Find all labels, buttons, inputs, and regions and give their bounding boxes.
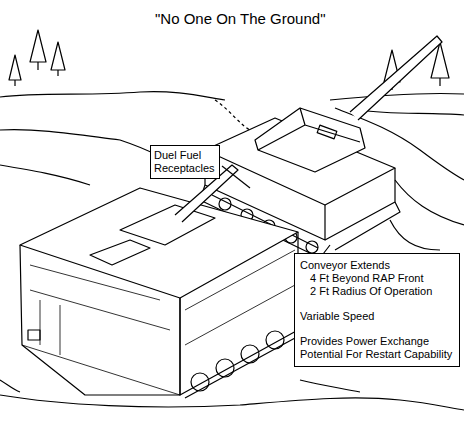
drawing-stroke xyxy=(191,373,209,391)
callout-box: Duel Fuel Receptacles xyxy=(150,145,220,179)
drawing-stroke xyxy=(185,338,295,398)
leader-line xyxy=(222,166,250,188)
resupply-vehicle xyxy=(20,165,298,398)
drawing-stroke xyxy=(219,198,231,210)
terrain xyxy=(0,92,464,410)
drawing-stroke xyxy=(0,92,225,100)
drawing-stroke xyxy=(395,180,464,225)
drawing-stroke xyxy=(22,345,180,395)
drawing-stroke xyxy=(0,165,90,185)
drawing-stroke xyxy=(258,125,305,150)
drawing-stroke xyxy=(300,380,360,392)
drawing-stroke xyxy=(120,205,215,245)
drawing-stroke xyxy=(0,380,20,392)
drawing-stroke xyxy=(30,265,170,330)
callout-text: Duel Fuel Receptacles xyxy=(154,149,216,175)
drawing-stroke xyxy=(241,345,259,363)
callout-text: Provides Power Exchange Potential For Re… xyxy=(300,335,454,361)
callout-box: Conveyor Extends4 Ft Beyond RAP Front2 F… xyxy=(294,253,460,367)
drawing-stroke xyxy=(9,55,21,86)
callout-text: 2 Ft Radius Of Operation xyxy=(300,285,454,298)
drawing-stroke xyxy=(390,220,440,250)
trees xyxy=(9,30,449,90)
drawing-stroke xyxy=(0,395,464,410)
drawing-stroke xyxy=(360,110,464,115)
callout-text: Variable Speed xyxy=(300,310,454,323)
drawing-stroke xyxy=(335,202,400,250)
title: "No One On The Ground" xyxy=(155,10,325,27)
drawing-stroke xyxy=(185,250,295,345)
callout-text: 4 Ft Beyond RAP Front xyxy=(300,272,454,285)
drawing-stroke xyxy=(30,30,46,70)
drawing-stroke xyxy=(266,331,284,349)
drawing-stroke xyxy=(325,168,395,240)
drawing-stroke xyxy=(180,232,298,395)
drawing-stroke xyxy=(330,93,464,100)
callout-text: Conveyor Extends xyxy=(300,259,454,272)
drawing-stroke xyxy=(215,100,250,130)
drawing-stroke xyxy=(306,241,318,253)
drawing-stroke xyxy=(300,108,360,142)
drawing-stroke xyxy=(51,42,65,76)
drawing-stroke xyxy=(216,359,234,377)
drawing-stroke xyxy=(255,108,365,172)
drawing-stroke xyxy=(20,188,298,298)
drawing-stroke xyxy=(28,330,40,340)
drawing-stroke xyxy=(317,125,337,139)
drawing-stroke xyxy=(20,245,180,395)
drawing-stroke xyxy=(40,300,60,355)
drawing-stroke xyxy=(90,240,150,265)
drawing-stroke xyxy=(350,36,442,120)
